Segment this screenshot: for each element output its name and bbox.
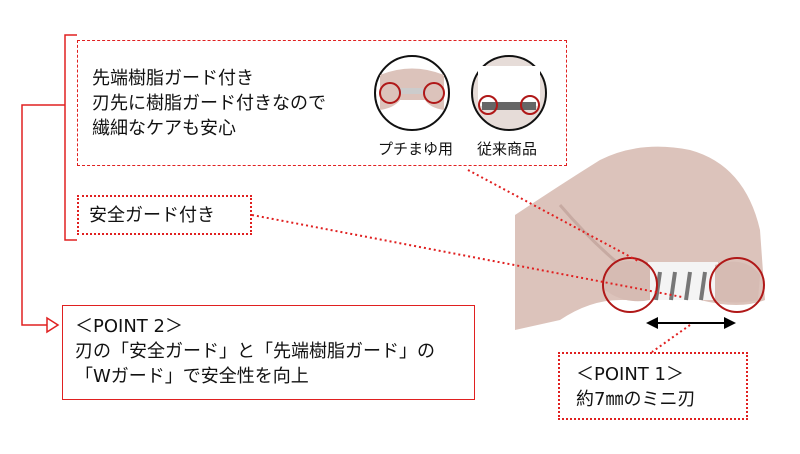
compare-image-left <box>374 55 450 131</box>
compare-image-right <box>471 55 547 131</box>
tip-guard-callout <box>77 40 567 166</box>
tip-guard-line: 繊細なケアも安心 <box>92 118 236 139</box>
point2-title: ＜POINT 2＞ <box>75 316 183 337</box>
product-image <box>515 146 765 330</box>
tip-guard-line: 先端樹脂ガード付き <box>92 68 254 89</box>
compare-left-label: プチまゆ用 <box>378 140 454 158</box>
point1-callout: ＜POINT 1＞ 約7㎜のミニ刃 <box>558 352 748 420</box>
bracket-connector <box>21 34 77 334</box>
point2-callout: ＜POINT 2＞ 刃の「安全ガード」と「先端樹脂ガード」の 「Wガード」で安全… <box>62 305 475 400</box>
point2-line: 「Wガード」で安全性を向上 <box>75 366 309 387</box>
tip-guard-text: 先端樹脂ガード付き 刃先に樹脂ガード付きなので 繊細なケアも安心 <box>92 66 326 141</box>
point1-line: 約7㎜のミニ刃 <box>576 389 696 410</box>
highlight-circle-right <box>709 257 765 313</box>
safety-guard-callout: 安全ガード付き <box>77 195 252 235</box>
point1-title: ＜POINT 1＞ <box>576 364 684 385</box>
tip-guard-line: 刃先に樹脂ガード付きなので <box>92 93 326 114</box>
highlight-circle-left <box>602 257 658 313</box>
compare-right-label: 従来商品 <box>477 140 538 158</box>
safety-guard-label: 安全ガード付き <box>89 205 215 226</box>
point2-line: 刃の「安全ガード」と「先端樹脂ガード」の <box>75 341 435 362</box>
width-arrow <box>646 317 736 329</box>
